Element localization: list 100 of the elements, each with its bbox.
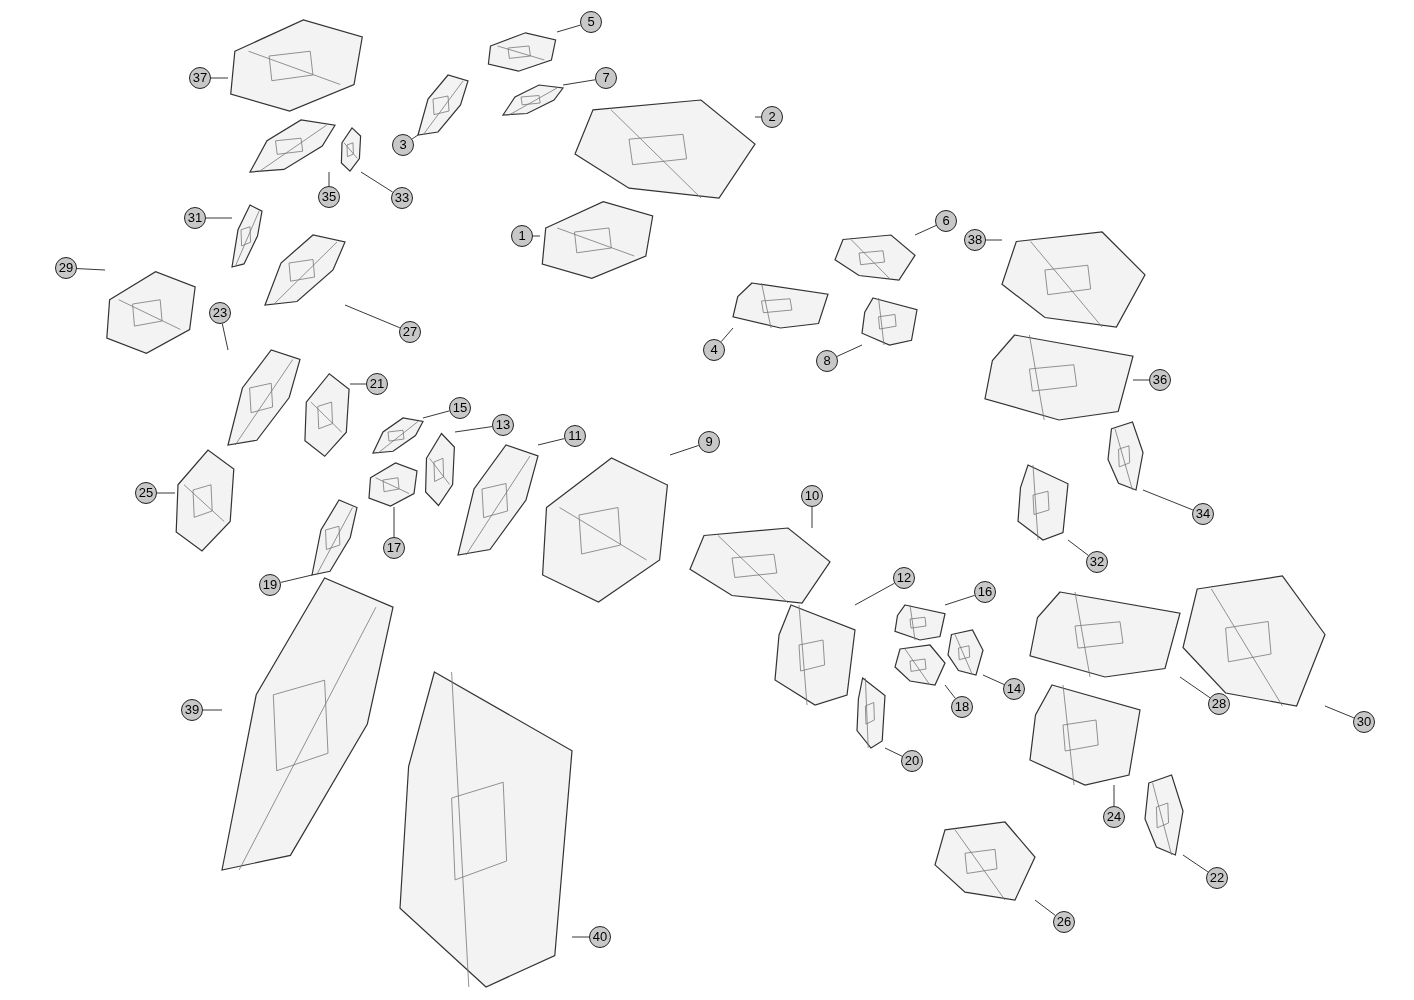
body-panel-drawing — [1108, 422, 1143, 490]
leader-line — [156, 492, 176, 494]
body-panel-drawing — [1030, 685, 1140, 785]
body-panel-drawing — [775, 605, 855, 705]
leader-line — [944, 594, 975, 606]
body-panel-drawing — [857, 678, 885, 748]
callout-number: 14 — [1003, 678, 1025, 700]
leader-line — [360, 171, 394, 193]
body-panel-drawing — [895, 645, 945, 685]
body-panel-drawing — [862, 298, 917, 345]
leader-line — [1324, 705, 1355, 719]
body-panel-drawing — [1183, 576, 1325, 706]
callout-number: 4 — [703, 339, 725, 361]
leader-line — [537, 438, 565, 446]
callout-number: 32 — [1086, 551, 1108, 573]
callout-number: 22 — [1206, 867, 1228, 889]
callout-number: 33 — [391, 187, 413, 209]
callout-number: 12 — [893, 567, 915, 589]
callout-number: 26 — [1053, 911, 1075, 933]
callout-number: 18 — [951, 696, 973, 718]
leader-line — [393, 506, 395, 538]
leader-line — [205, 217, 233, 219]
leader-line — [562, 79, 596, 86]
body-panel-drawing — [232, 205, 262, 267]
leader-line — [836, 344, 863, 357]
callout-number: 38 — [964, 229, 986, 251]
leader-line — [914, 225, 937, 236]
callout-number: 29 — [55, 257, 77, 279]
callout-number: 28 — [1208, 693, 1230, 715]
callout-number: 6 — [935, 210, 957, 232]
leader-line — [202, 709, 223, 711]
body-panel-drawing — [304, 372, 350, 458]
body-panel-drawing — [985, 335, 1133, 420]
leader-line — [1132, 379, 1150, 381]
leader-line — [556, 24, 581, 33]
body-panel-drawing — [265, 235, 345, 305]
body-panel-drawing — [175, 448, 235, 553]
callout-number: 36 — [1149, 369, 1171, 391]
callout-number: 35 — [318, 186, 340, 208]
body-panel-drawing — [948, 630, 983, 675]
callout-number: 39 — [181, 699, 203, 721]
body-panel-drawing — [1030, 592, 1180, 677]
body-panel-drawing — [733, 283, 828, 328]
leader-line — [854, 582, 895, 606]
callout-number: 30 — [1353, 711, 1375, 733]
leader-line — [454, 426, 493, 433]
callout-number: 20 — [901, 750, 923, 772]
leader-line — [811, 506, 813, 529]
body-panel-drawing — [105, 270, 197, 355]
leader-line — [422, 410, 450, 419]
callout-number: 21 — [366, 373, 388, 395]
body-panel-drawing — [222, 578, 393, 870]
body-panel-drawing — [373, 418, 423, 453]
body-panel-drawing — [835, 235, 915, 280]
leader-line — [328, 171, 330, 187]
leader-line — [944, 684, 956, 699]
leader-line — [76, 268, 106, 271]
leader-line — [1067, 539, 1089, 556]
leader-line — [985, 239, 1003, 241]
callout-number: 5 — [580, 11, 602, 33]
body-panel-drawing — [400, 672, 572, 987]
body-panel-drawing — [575, 100, 755, 198]
body-panel-drawing — [368, 462, 418, 507]
callout-number: 8 — [816, 350, 838, 372]
body-panel-drawing — [250, 120, 335, 172]
body-panel-drawing — [418, 75, 468, 135]
leader-line — [349, 383, 367, 385]
callout-number: 3 — [392, 134, 414, 156]
callout-number: 40 — [589, 926, 611, 948]
callout-number: 19 — [259, 574, 281, 596]
leader-line — [344, 304, 401, 329]
body-panel-drawing — [341, 127, 361, 172]
body-panel-drawing — [487, 32, 557, 72]
leader-line — [411, 134, 419, 140]
body-panel-drawing — [895, 605, 945, 640]
callout-number: 10 — [801, 485, 823, 507]
callout-number: 17 — [383, 537, 405, 559]
callout-number: 37 — [189, 67, 211, 89]
leader-line — [221, 323, 229, 351]
leader-line — [982, 674, 1005, 685]
body-panel-drawing — [1145, 775, 1183, 855]
callout-number: 2 — [761, 106, 783, 128]
leader-line — [1142, 489, 1194, 511]
body-panel-drawing — [312, 500, 357, 575]
callout-number: 13 — [492, 414, 514, 436]
leader-line — [1179, 676, 1211, 699]
leader-line — [1113, 784, 1115, 807]
leader-line — [884, 747, 903, 757]
callout-number: 31 — [184, 207, 206, 229]
callout-number: 27 — [399, 321, 421, 343]
callout-number: 7 — [595, 67, 617, 89]
body-panel-drawing — [228, 18, 365, 113]
leader-line — [532, 235, 541, 237]
callout-number: 11 — [564, 425, 586, 447]
callout-number: 9 — [698, 431, 720, 453]
leader-line — [754, 116, 762, 118]
leader-line — [1034, 899, 1056, 916]
callout-number: 23 — [209, 302, 231, 324]
body-panel-drawing — [540, 200, 655, 280]
body-panel-drawing — [503, 85, 563, 115]
